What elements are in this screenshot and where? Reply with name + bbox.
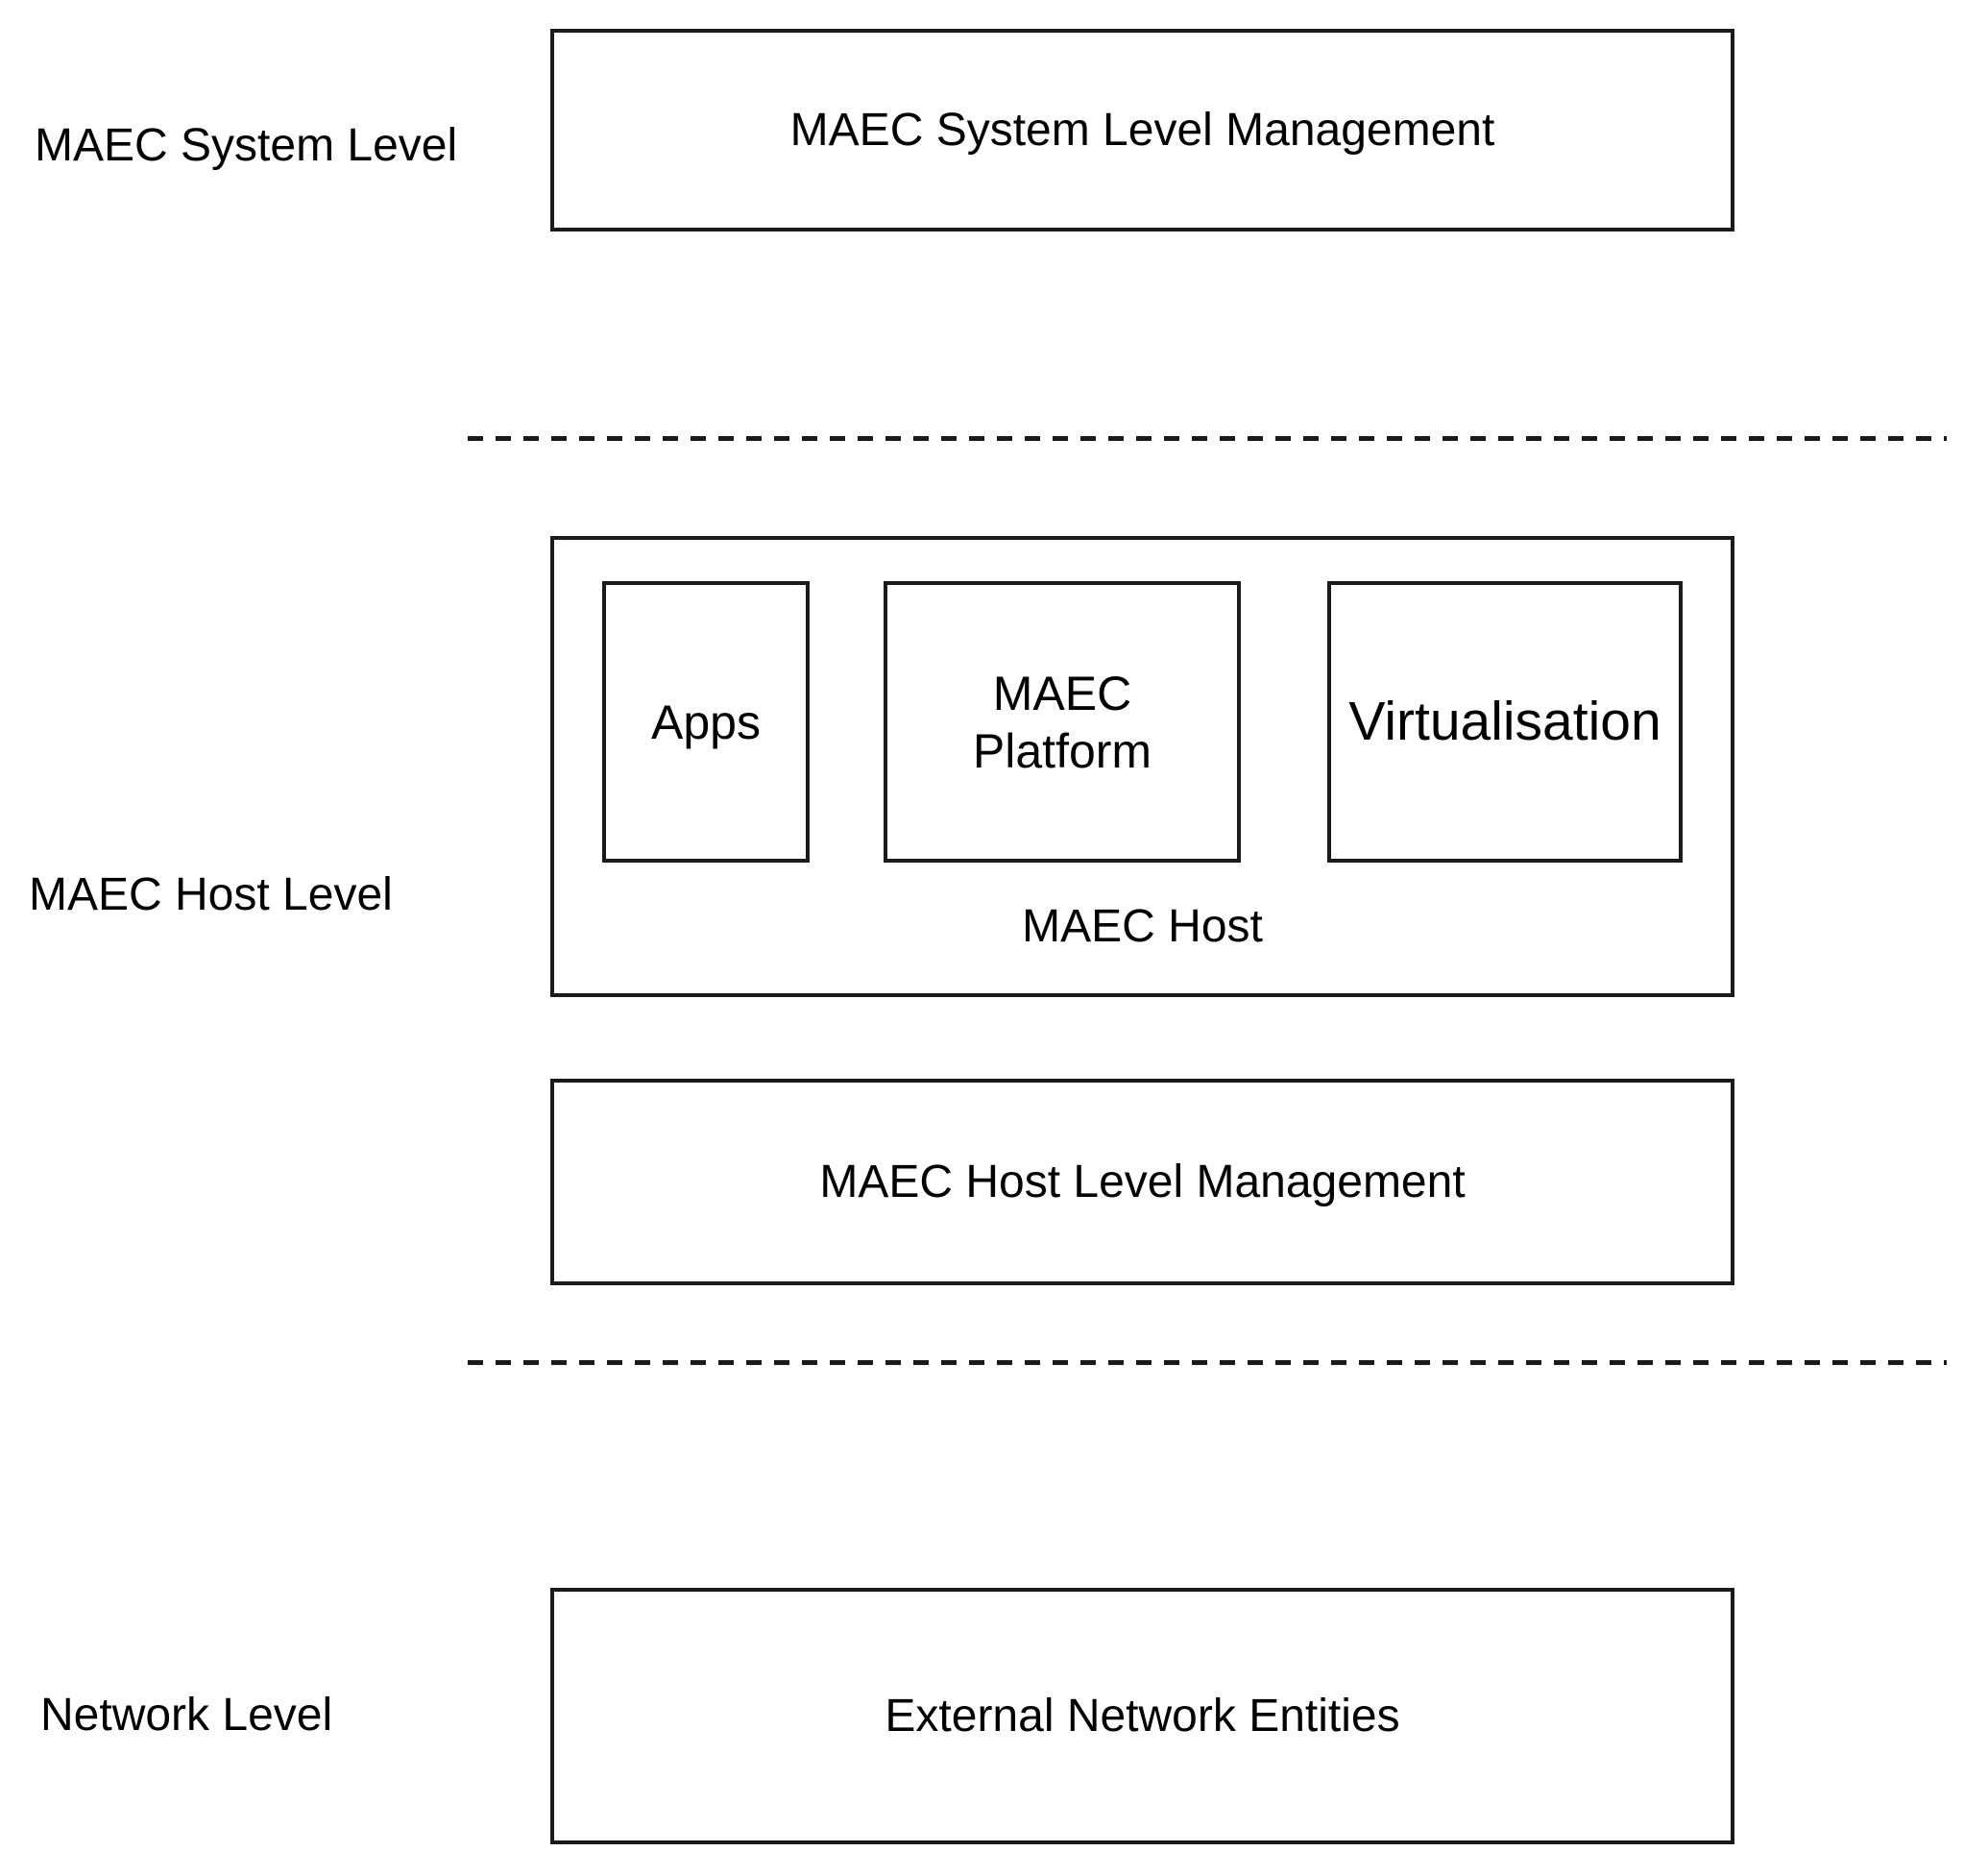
host-level-management-label: MAEC Host Level Management xyxy=(819,1156,1466,1207)
external-network-entities-box: External Network Entities xyxy=(550,1588,1734,1844)
virtualisation-label: Virtualisation xyxy=(1348,691,1661,753)
separator-system-host xyxy=(468,436,1947,441)
level-label-network: Network Level xyxy=(40,1690,333,1741)
host-level-management-box: MAEC Host Level Management xyxy=(550,1079,1734,1285)
external-network-entities-label: External Network Entities xyxy=(885,1690,1400,1742)
apps-label: Apps xyxy=(651,694,761,749)
apps-box: Apps xyxy=(602,581,810,863)
maec-platform-box: MAEC Platform xyxy=(884,581,1241,863)
maec-host-label: MAEC Host xyxy=(1022,900,1263,952)
maec-platform-label: MAEC Platform xyxy=(972,666,1152,778)
system-level-management-box: MAEC System Level Management xyxy=(550,29,1734,231)
maec-host-box: Apps MAEC Platform Virtualisation MAEC H… xyxy=(550,536,1734,997)
level-label-system: MAEC System Level xyxy=(35,120,458,171)
separator-host-network xyxy=(468,1360,1947,1365)
virtualisation-box: Virtualisation xyxy=(1327,581,1683,863)
system-level-management-label: MAEC System Level Management xyxy=(789,104,1495,156)
level-label-host: MAEC Host Level xyxy=(29,869,393,920)
